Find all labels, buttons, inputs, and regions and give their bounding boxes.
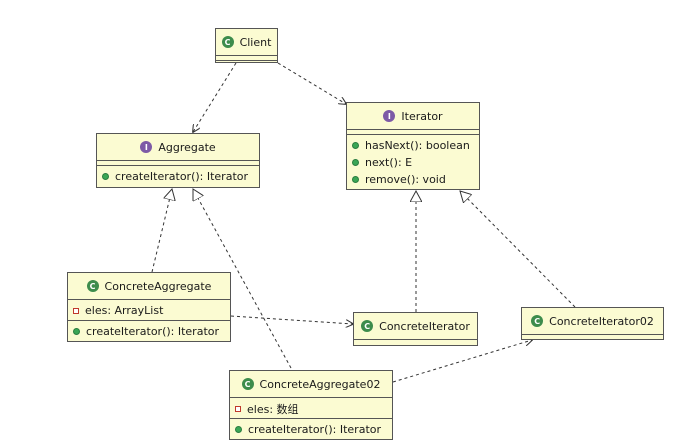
operation: remove(): void — [347, 171, 479, 188]
class-header: C ConcreteAggregate02 — [230, 371, 392, 398]
operations-section: createIterator(): Iterator — [97, 166, 259, 186]
dependency-client-aggregate — [193, 62, 237, 132]
attributes-section — [97, 161, 259, 166]
class-concrete-aggregate02: C ConcreteAggregate02 eles: 数组 createIte… — [229, 370, 393, 440]
dependency-client-iterator — [277, 62, 346, 104]
operation: createIterator(): Iterator — [68, 323, 230, 340]
class-header: C ConcreteAggregate — [68, 273, 230, 300]
class-name: ConcreteAggregate02 — [259, 377, 381, 391]
operation-text: hasNext(): boolean — [365, 139, 470, 152]
public-method-icon — [235, 426, 242, 433]
class-name: ConcreteIterator02 — [549, 314, 654, 328]
class-name: Aggregate — [158, 140, 216, 154]
class-header: C ConcreteIterator — [354, 313, 477, 340]
class-header: I Aggregate — [97, 134, 259, 161]
realization-concreteaggregate02-aggregate — [193, 189, 292, 369]
attributes-section — [522, 335, 663, 339]
private-field-icon — [235, 405, 241, 412]
class-name: ConcreteIterator — [379, 319, 470, 333]
class-icon: C — [531, 315, 544, 327]
attributes-section: eles: 数组 — [230, 398, 392, 419]
dependency-concreteaggregate02-concreteiterator02 — [392, 340, 532, 383]
class-name: Iterator — [401, 109, 443, 123]
attributes-section: eles: ArrayList — [68, 300, 230, 321]
class-concrete-iterator: C ConcreteIterator — [353, 312, 478, 346]
operation-text: createIterator(): Iterator — [248, 423, 382, 436]
class-icon: C — [86, 280, 99, 292]
class-header: C ConcreteIterator02 — [522, 308, 663, 335]
attribute-text: eles: 数组 — [247, 402, 299, 416]
interface-icon: I — [383, 110, 396, 122]
class-icon: C — [221, 36, 234, 48]
operations-section: hasNext(): boolean next(): E remove(): v… — [347, 135, 479, 189]
public-method-icon — [352, 159, 359, 166]
operation-text: createIterator(): Iterator — [86, 325, 220, 338]
interface-aggregate: I Aggregate createIterator(): Iterator — [96, 133, 260, 188]
operation: createIterator(): Iterator — [230, 421, 392, 438]
realization-concreteaggregate-aggregate — [151, 189, 172, 273]
private-field-icon — [73, 307, 79, 314]
class-icon: C — [361, 320, 374, 332]
dependency-concreteaggregate-concreteiterator — [230, 315, 353, 324]
class-name: Client — [239, 35, 272, 49]
class-header: C Client — [216, 29, 277, 56]
class-name: ConcreteAggregate — [104, 279, 212, 293]
class-icon: C — [241, 378, 254, 390]
operation-text: next(): E — [365, 156, 413, 169]
class-client: C Client — [215, 28, 278, 63]
public-method-icon — [352, 176, 359, 183]
attributes-section — [354, 340, 477, 344]
attribute: eles: 数组 — [230, 400, 392, 417]
interface-iterator: I Iterator hasNext(): boolean next(): E … — [346, 102, 480, 190]
operations-section — [216, 61, 277, 65]
attribute: eles: ArrayList — [68, 302, 230, 319]
class-header: I Iterator — [347, 103, 479, 130]
attribute-text: eles: ArrayList — [85, 304, 164, 317]
public-method-icon — [352, 142, 359, 149]
operation-text: remove(): void — [365, 173, 446, 186]
attributes-section — [347, 130, 479, 135]
operation: createIterator(): Iterator — [97, 168, 259, 185]
attributes-section — [216, 56, 277, 61]
class-concrete-aggregate: C ConcreteAggregate eles: ArrayList crea… — [67, 272, 231, 342]
operation-text: createIterator(): Iterator — [115, 170, 249, 183]
interface-icon: I — [140, 141, 153, 153]
operation: hasNext(): boolean — [347, 137, 479, 154]
operations-section: createIterator(): Iterator — [68, 321, 230, 341]
public-method-icon — [73, 328, 80, 335]
operations-section: createIterator(): Iterator — [230, 419, 392, 439]
realization-concreteiterator02-iterator — [460, 191, 576, 308]
operation: next(): E — [347, 154, 479, 171]
public-method-icon — [102, 173, 109, 180]
class-concrete-iterator02: C ConcreteIterator02 — [521, 307, 664, 340]
